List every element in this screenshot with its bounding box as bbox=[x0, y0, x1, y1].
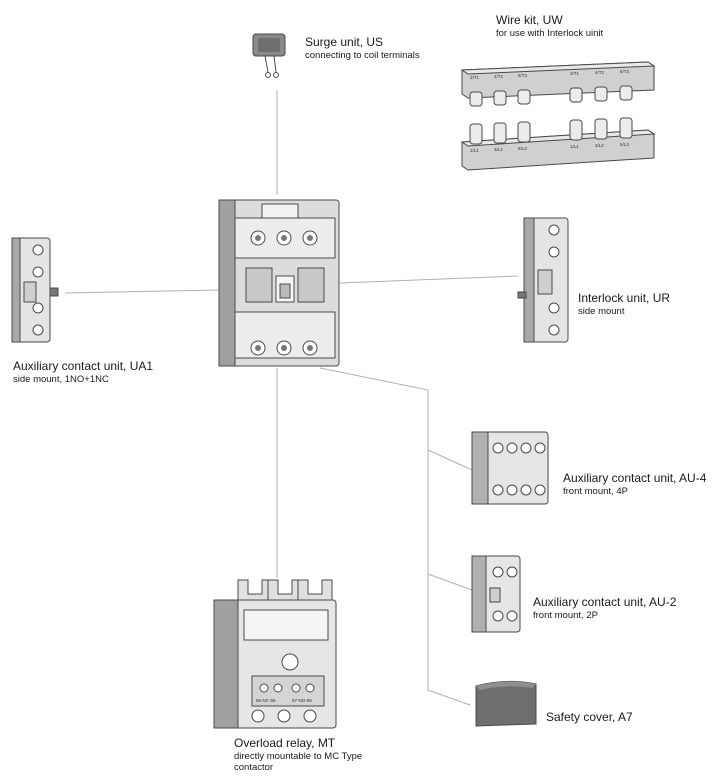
interlock-title: Interlock unit, UR bbox=[578, 291, 671, 305]
aux-au4-subtitle: front mount, 4P bbox=[563, 486, 628, 498]
wire-kit-subtitle: for use with Interlock uinit bbox=[496, 28, 604, 40]
surge-unit-title: Surge unit, US bbox=[305, 35, 384, 49]
label-interlock: Interlock unit, UR side mount bbox=[578, 291, 671, 318]
overload-relay-marking-nc: 95-NC-96 bbox=[256, 698, 276, 703]
wire-kit-terminal-labels: 2/T1 4/T2 6/T3 2/T1 4/T2 6/T3 1/L1 3/L2 … bbox=[470, 69, 630, 153]
aux-au4-title: Auxiliary contact unit, AU-4 bbox=[563, 471, 707, 485]
aux-ua1-subtitle: side mount, 1NO+1NC bbox=[13, 374, 109, 386]
interlock-subtitle: side mount bbox=[578, 306, 625, 318]
line-to-interlock bbox=[339, 275, 519, 284]
aux-au2-title: Auxiliary contact unit, AU-2 bbox=[533, 595, 677, 609]
safety-cover-title: Safety cover, A7 bbox=[546, 710, 633, 724]
wire-kit-illustration bbox=[460, 61, 656, 171]
overload-relay-marking-no: 97-NO-98 bbox=[292, 698, 312, 703]
overload-relay-title: Overload relay, MT bbox=[234, 736, 336, 750]
line-to-au4 bbox=[427, 449, 473, 471]
aux-au2-illustration bbox=[471, 555, 521, 633]
surge-unit-subtitle: connecting to coil terminals bbox=[305, 50, 420, 62]
label-safety-cover: Safety cover, A7 bbox=[546, 710, 633, 724]
line-to-ua1 bbox=[64, 289, 221, 294]
wire-kit-terminal-4: 2/T1 bbox=[570, 71, 580, 76]
aux-ua1-title: Auxiliary contact unit, UA1 bbox=[13, 359, 154, 373]
line-branch-front bbox=[319, 367, 471, 706]
overload-relay-markings: 95-NC-96 97-NO-98 bbox=[256, 698, 312, 703]
wire-kit-terminal-9: 5/L3 bbox=[518, 146, 527, 151]
aux-au4-illustration bbox=[471, 431, 549, 505]
label-aux-au2: Auxiliary contact unit, AU-2 front mount… bbox=[533, 595, 677, 622]
wire-kit-terminal-3: 6/T3 bbox=[518, 73, 528, 78]
label-overload-relay: Overload relay, MT directly mountable to… bbox=[234, 736, 394, 773]
contactor-illustration bbox=[218, 199, 340, 367]
connector-lines bbox=[64, 90, 519, 706]
aux-au2-subtitle: front mount, 2P bbox=[533, 610, 598, 622]
wire-kit-terminal-8: 3/L2 bbox=[494, 147, 503, 152]
wire-kit-terminal-1: 2/T1 bbox=[470, 75, 480, 80]
overload-relay-illustration bbox=[213, 579, 337, 729]
wire-kit-terminal-2: 4/T2 bbox=[494, 74, 504, 79]
wire-kit-terminal-12: 5/L3 bbox=[620, 142, 629, 147]
line-to-au2 bbox=[427, 573, 473, 591]
overload-relay-subtitle: directly mountable to MC Type contactor bbox=[234, 751, 363, 773]
label-wire-kit: Wire kit, UW for use with Interlock uini… bbox=[496, 13, 604, 40]
wire-kit-terminal-11: 3/L2 bbox=[595, 143, 604, 148]
wire-kit-terminal-6: 6/T3 bbox=[620, 69, 630, 74]
label-aux-au4: Auxiliary contact unit, AU-4 front mount… bbox=[563, 471, 707, 498]
wire-kit-terminal-5: 4/T2 bbox=[595, 70, 605, 75]
surge-unit-illustration bbox=[252, 33, 286, 78]
safety-cover-illustration bbox=[475, 680, 537, 727]
aux-ua1-illustration bbox=[11, 237, 59, 343]
label-aux-ua1: Auxiliary contact unit, UA1 side mount, … bbox=[13, 359, 154, 386]
wire-kit-terminal-7: 1/L1 bbox=[470, 148, 479, 153]
interlock-illustration bbox=[517, 217, 569, 343]
wire-kit-terminal-10: 1/L1 bbox=[570, 144, 579, 149]
label-surge-unit: Surge unit, US connecting to coil termin… bbox=[305, 35, 425, 62]
wire-kit-title: Wire kit, UW bbox=[496, 13, 563, 27]
